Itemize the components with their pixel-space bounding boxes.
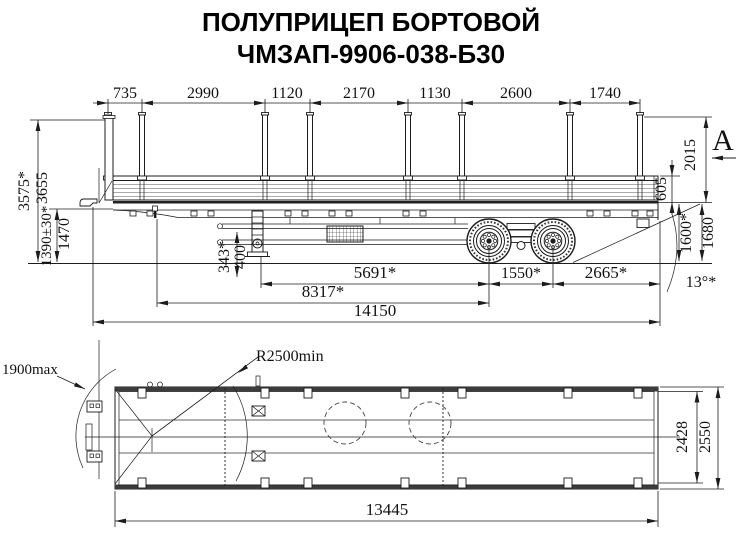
drawing-title: ПОЛУПРИЦЕП БОРТОВОЙ ЧМЗАП-9906-038-Б30 — [202, 7, 540, 69]
dim-chain-735: 735 — [113, 85, 137, 102]
stakes — [103, 112, 645, 181]
dim-rear-overhang: 2665* — [585, 263, 628, 282]
dim-overall-width: 2550 — [697, 421, 714, 453]
label-turn-radius: R2500min — [256, 348, 324, 365]
dim-overall-height: 3575* — [16, 171, 33, 211]
dim-kingpin-to-bogie: 8317* — [302, 282, 345, 301]
wheel-circle-2 — [408, 401, 452, 445]
front-shackles — [86, 400, 103, 463]
front-coupling-hook — [79, 198, 98, 207]
lashing-hooks — [129, 210, 654, 217]
dim-clearance-unladen: 400 — [232, 245, 249, 269]
dim-clearance: 343* — [216, 241, 233, 273]
dim-chain-2170: 2170 — [343, 85, 375, 102]
dim-chain-1120: 1120 — [271, 85, 302, 102]
stake-pockets — [137, 387, 643, 489]
dim-overall-height-unladen: 3655 — [34, 172, 51, 204]
title-line2: ЧМЗАП-9906-038-Б30 — [237, 39, 505, 69]
view-label-a: A — [712, 124, 734, 157]
turn-radius-arc — [232, 385, 248, 482]
dim-stake-height: 2015 — [682, 139, 699, 171]
dim-kingpin-to-axle: 5691* — [354, 263, 397, 282]
view-a-arrow — [712, 155, 723, 161]
dim-floor-height: 1600* — [678, 213, 695, 253]
dim-inner-width: 2428 — [674, 421, 691, 453]
toolbox — [326, 225, 364, 243]
departure-angle-arc — [666, 213, 678, 293]
dim-overall-length: 14150 — [354, 301, 397, 320]
side-guard-rails — [217, 218, 468, 246]
front-swing-arc — [75, 368, 117, 469]
dim-chain-2990: 2990 — [187, 85, 219, 102]
plan-view — [75, 368, 680, 490]
side-view — [28, 112, 712, 396]
landing-gear — [245, 210, 270, 257]
dim-fifth-wheel-height: 1390±30* — [39, 206, 55, 267]
dim-platform-length: 13445 — [366, 500, 409, 519]
dim-board-height: 605 — [653, 177, 670, 201]
kingpin — [152, 205, 158, 218]
side-view-dimensions: 735 2990 1120 2170 1130 2600 1740 3575* … — [16, 85, 736, 326]
dim-fifth-wheel-height-unladen: 1470 — [56, 218, 73, 250]
dim-chain-2600: 2600 — [500, 85, 532, 102]
dim-chain-1740: 1740 — [589, 85, 621, 102]
title-line1: ПОЛУПРИЦЕП БОРТОВОЙ — [202, 7, 540, 37]
dim-chain-1130: 1130 — [419, 85, 450, 102]
dim-departure-angle: 13°* — [686, 274, 716, 291]
kingpin-v-lines — [114, 388, 153, 485]
wheel-circle-1 — [323, 401, 367, 445]
dim-floor-height-unladen: 1680 — [700, 217, 717, 249]
deck-fittings — [251, 405, 266, 462]
dim-axle-spacing: 1550* — [501, 265, 541, 282]
plan-view-dimensions: 1900max R2500min 2428 2550 13445 — [2, 348, 724, 527]
label-front-swing: 1900max — [2, 362, 58, 378]
